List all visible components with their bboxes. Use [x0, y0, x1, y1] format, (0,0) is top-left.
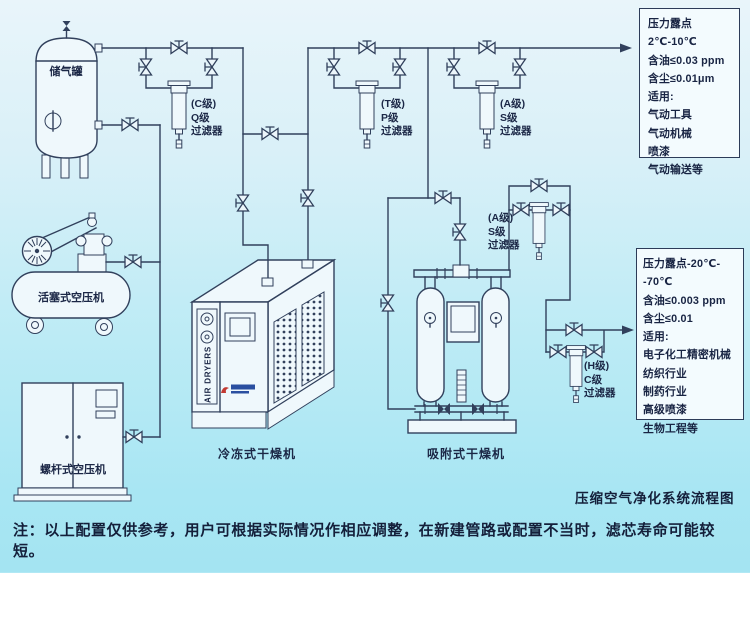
tank-outlet-port — [94, 43, 103, 53]
cylinder-block — [77, 253, 107, 275]
filter-label-cq: (C级) Q级 过滤器 — [191, 98, 223, 137]
left-tower — [416, 287, 445, 403]
spec-line: 气动输送等 — [648, 164, 703, 177]
valve-icon — [530, 178, 548, 193]
right-tower — [481, 287, 510, 403]
dryer-base — [191, 411, 267, 429]
filter-symbol-hc — [566, 345, 586, 404]
tank-body — [35, 37, 98, 159]
symbols — [121, 41, 634, 444]
dryer-side-base — [267, 369, 335, 430]
pipe — [242, 47, 269, 281]
valve-icon — [549, 344, 567, 359]
spec-line: 压力露点2℃-10℃ — [648, 18, 697, 49]
spec-line: 气动机械 — [648, 127, 692, 140]
valve-icon — [552, 202, 570, 217]
pipe-purge — [387, 197, 416, 410]
pipe-network — [101, 47, 624, 438]
brand-logo — [221, 384, 255, 394]
adsorption-dryer — [407, 264, 517, 434]
spec-line: 生物工程等 — [643, 422, 698, 435]
flow-arrow-icon — [620, 43, 632, 53]
front-strip — [196, 308, 218, 405]
piston-head — [83, 233, 105, 256]
spec-line: 气动工具 — [648, 109, 692, 122]
diagram-title: 压缩空气净化系统流程图 — [575, 491, 735, 506]
grille — [273, 308, 297, 404]
spec-line: 喷漆 — [648, 146, 670, 159]
valve-icon — [301, 190, 314, 206]
pulley — [101, 235, 113, 247]
piston-compressor-label: 活塞式空压机 — [38, 292, 104, 304]
door-handle — [77, 435, 81, 439]
dryer-port — [261, 277, 274, 287]
valve-icon — [453, 224, 466, 240]
spec-line: 制药行业 — [643, 386, 687, 399]
valve-icon — [434, 190, 452, 205]
spec-line: 压力露点-20℃--70℃ — [643, 258, 721, 289]
filter-label-hc: (H级) C级 过滤器 — [584, 360, 616, 399]
filter-label-as-top: (A级) S级 过滤器 — [500, 98, 532, 137]
filter-label-tp: (T级) P级 过滤器 — [381, 98, 413, 137]
door-handle — [65, 435, 69, 439]
spec-line: 适用: — [643, 331, 669, 344]
spec-line: 高级喷漆 — [643, 404, 687, 417]
grille — [301, 291, 325, 387]
vent-valve-icon — [62, 21, 71, 31]
control-display — [450, 305, 476, 333]
skid-base — [407, 419, 517, 434]
valve-icon — [565, 322, 583, 337]
spec-line: 含尘≤0.01 — [643, 312, 693, 325]
muffler — [456, 369, 467, 403]
adsorption-dryer-caption: 吸附式干燥机 — [426, 447, 505, 461]
filter-symbol-as-pre — [529, 202, 549, 261]
flow-arrow-icon — [622, 325, 634, 335]
valve-icon — [236, 195, 249, 211]
spec-line: 电子化工精密机械 — [643, 349, 731, 362]
valve-icon — [585, 344, 603, 359]
screw-compressor-label: 螺杆式空压机 — [40, 464, 106, 476]
storage-tank — [35, 21, 103, 179]
pulley — [87, 217, 97, 227]
control-window — [95, 389, 118, 408]
spec-line: 适用: — [648, 91, 674, 104]
spec-line: 含油≤0.003 ppm — [643, 294, 726, 307]
filter-label-as-pre: (A级) S级 过滤器 — [488, 212, 520, 251]
center-fitting — [452, 264, 470, 278]
storage-tank-label: 储气罐 — [49, 66, 83, 78]
bottom-manifold — [414, 405, 509, 413]
spec-line: 含尘≤0.01μm — [648, 72, 715, 85]
receiver-tank — [11, 271, 131, 319]
pulley — [75, 235, 87, 247]
valve-icon — [124, 254, 142, 269]
valve-icon — [261, 126, 279, 141]
spec-box-adsorption: 压力露点-20℃--70℃ 含油≤0.003 ppm 含尘≤0.01 适用: 电… — [636, 248, 744, 435]
tank-inlet-port — [94, 120, 103, 130]
tank-leg — [41, 154, 51, 179]
air-dryers-text: AIR DRYERS — [204, 346, 213, 403]
spec-line: 纺织行业 — [643, 367, 687, 380]
dryer-port — [301, 259, 314, 269]
tank-leg — [79, 154, 89, 179]
drain-valve-icon — [472, 403, 484, 415]
pipe — [545, 209, 571, 353]
refrigerated-dryer-caption: 冷冻式干燥机 — [217, 447, 296, 461]
screw-compressor — [13, 382, 132, 502]
footnote: 注：以上配置仅供参考，用户可根据实际情况作相应调整，在新建管路或配置不当时，滤芯… — [13, 522, 716, 560]
base — [13, 494, 132, 502]
spec-line: 含油≤0.03 ppm — [648, 54, 725, 67]
base — [17, 487, 128, 496]
piston-compressor — [11, 212, 131, 336]
valve-icon — [381, 295, 394, 311]
valve-icon — [125, 429, 143, 444]
drain-valve-icon — [438, 403, 450, 415]
valve-icon — [121, 117, 139, 132]
vent-slot — [95, 410, 116, 419]
spec-box-refrigerated: 压力露点2℃-10℃ 含油≤0.03 ppm 含尘≤0.01μm 适用: 气动工… — [639, 8, 740, 176]
